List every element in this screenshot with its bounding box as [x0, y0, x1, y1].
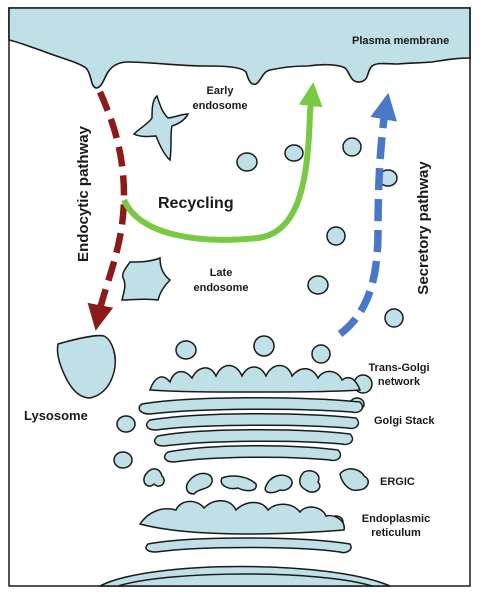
- trans-golgi-network: [150, 366, 360, 393]
- vesicle: [312, 345, 330, 363]
- label-trans-golgi-line1: Trans-Golgi: [368, 362, 429, 374]
- label-late-endosome-line2: endosome: [193, 282, 248, 294]
- vesicle: [308, 276, 328, 294]
- label-er-line1: Endoplasmic: [362, 513, 430, 525]
- label-secretory-pathway: Secretory pathway: [415, 161, 432, 295]
- label-ergic: ERGIC: [380, 476, 415, 488]
- label-golgi-stack: Golgi Stack: [374, 415, 435, 427]
- label-late-endosome-line1: Late: [210, 267, 233, 279]
- label-lysosome: Lysosome: [24, 408, 88, 423]
- early-endosome: [134, 96, 188, 160]
- vesicle: [327, 227, 345, 245]
- cell-boundary: [9, 8, 470, 586]
- label-early-endosome-line2: endosome: [192, 100, 247, 112]
- lysosome: [57, 336, 115, 398]
- vesicle: [385, 309, 403, 327]
- label-recycling: Recycling: [158, 195, 234, 212]
- plasma-membrane: [9, 8, 470, 88]
- vesicle: [237, 153, 257, 171]
- label-trans-golgi-line2: network: [378, 376, 421, 388]
- label-early-endosome-line1: Early: [207, 85, 235, 97]
- endoplasmic-reticulum: [100, 501, 390, 586]
- ergic: [144, 469, 368, 494]
- vesicle: [254, 336, 274, 356]
- vesicle: [343, 138, 361, 156]
- golgi-stack: [139, 398, 362, 462]
- vesicle: [176, 341, 196, 359]
- vesicle: [285, 145, 303, 161]
- endocytic-arrow: [98, 92, 124, 318]
- label-er-line2: reticulum: [371, 527, 421, 539]
- vesicle: [114, 452, 132, 468]
- label-endocytic-pathway: Endocytic pathway: [75, 125, 92, 262]
- vesicle: [117, 416, 135, 432]
- late-endosome: [122, 258, 170, 300]
- label-plasma-membrane: Plasma membrane: [352, 35, 449, 47]
